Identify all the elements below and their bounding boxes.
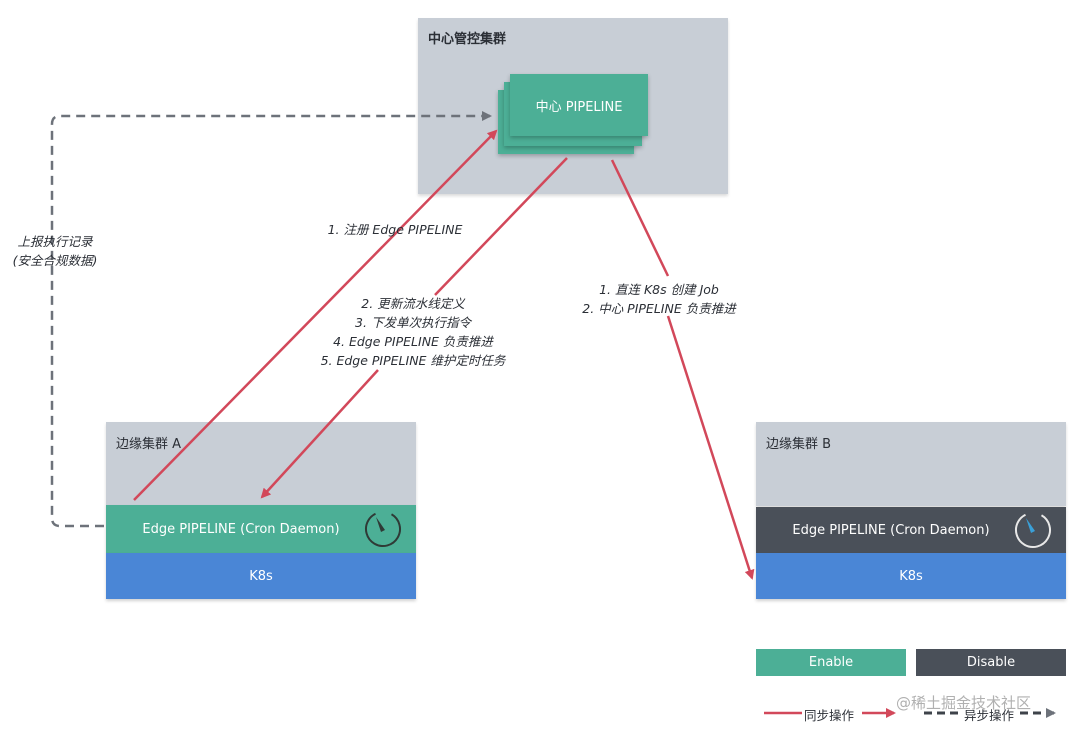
sync-register-arrow [133, 129, 498, 501]
legend-async-label: 异步操作 [964, 708, 1015, 723]
center-cluster-title: 中心管控集群 [428, 32, 507, 47]
edge-b-k8s-bar: K8s [756, 553, 1066, 599]
legend-disable: Disable [916, 649, 1066, 676]
cron-daemon-icon [1015, 511, 1051, 548]
sync-dispatch-arrow-upper [434, 157, 568, 296]
sync-direct-arrow-upper [610, 159, 670, 277]
legend-sync-label: 同步操作 [804, 708, 855, 723]
report-label: 上报执行记录 (安全合规数据) [0, 232, 110, 270]
edge-cluster-a-title: 边缘集群 A [116, 437, 182, 452]
legend-disable-label: Disable [966, 655, 1016, 670]
watermark: @稀土掘金技术社区 [896, 694, 1032, 712]
edge-b-k8s-label: K8s [899, 568, 923, 584]
report-label-line2: (安全合规数据) [12, 253, 98, 268]
center-pipeline-label: 中心 PIPELINE [535, 99, 623, 115]
dispatch-label: 2. 更新流水线定义 3. 下发单次执行指令 4. Edge PIPELINE … [300, 294, 526, 370]
dispatch-label-line1: 2. 更新流水线定义 [361, 296, 465, 311]
edge-a-k8s-label: K8s [249, 568, 273, 584]
cron-daemon-icon [365, 510, 401, 547]
direct-label: 1. 直连 K8s 创建 Job 2. 中心 PIPELINE 负责推进 [570, 280, 748, 318]
legend-enable: Enable [756, 649, 906, 676]
report-label-line1: 上报执行记录 [17, 234, 93, 249]
direct-label-line1: 1. 直连 K8s 创建 Job [599, 282, 719, 297]
dispatch-label-line3: 4. Edge PIPELINE 负责推进 [333, 334, 493, 349]
edge-a-pipeline-bar: Edge PIPELINE (Cron Daemon) [106, 505, 416, 553]
sync-dispatch-arrow-lower [260, 369, 379, 499]
edge-a-pipeline-label: Edge PIPELINE (Cron Daemon) [142, 521, 340, 537]
edge-cluster-b-title: 边缘集群 B [766, 437, 832, 452]
edge-cluster-b: 边缘集群 B [756, 422, 1066, 506]
center-pipeline-card: 中心 PIPELINE [510, 74, 648, 136]
dispatch-label-line2: 3. 下发单次执行指令 [355, 315, 471, 330]
edge-b-pipeline-label: Edge PIPELINE (Cron Daemon) [792, 522, 990, 538]
sync-direct-arrow-lower [666, 315, 755, 580]
dispatch-label-line4: 5. Edge PIPELINE 维护定时任务 [320, 353, 506, 368]
edge-a-k8s-bar: K8s [106, 553, 416, 599]
direct-label-line2: 2. 中心 PIPELINE 负责推进 [582, 301, 736, 316]
edge-b-pipeline-bar: Edge PIPELINE (Cron Daemon) [756, 507, 1066, 553]
async-report-arrow [50, 111, 492, 528]
register-label: 1. 注册 Edge PIPELINE [327, 222, 463, 237]
legend-enable-label: Enable [808, 655, 854, 670]
